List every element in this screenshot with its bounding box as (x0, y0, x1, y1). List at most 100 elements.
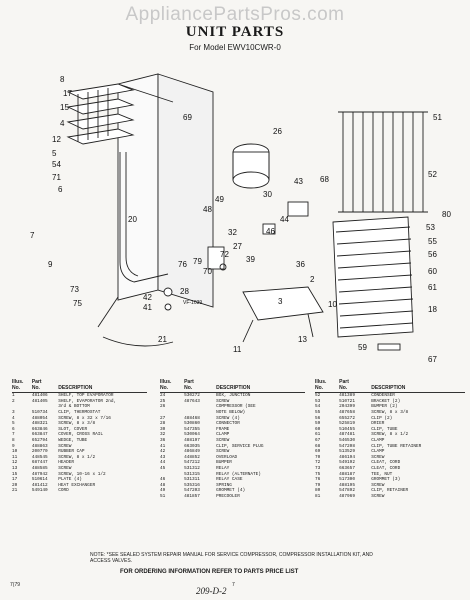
description-cell: NOTE BELOW) (216, 409, 246, 415)
watermark: AppliancePartsPros.com (125, 4, 345, 25)
callout: 61 (428, 283, 437, 292)
callout: 60 (428, 267, 437, 276)
part-number-cell: 655272 (339, 415, 355, 421)
callout: 49 (215, 195, 224, 204)
description-cell: CLIP, RETAINER (371, 488, 409, 494)
description-cell: BUMPER (216, 460, 232, 466)
col-description: DESCRIPTION (371, 380, 465, 394)
description-cell: CLAMP (371, 449, 385, 455)
callout: 9 (48, 260, 53, 269)
callout: 20 (128, 215, 137, 224)
illus-cell: 56 (315, 415, 321, 421)
description-cell: SPRING (216, 482, 232, 488)
description-cell: FRAME (216, 426, 230, 432)
description-cell: SCREW, 8 x 32 x 7/16 (58, 415, 111, 421)
illus-cell: 79 (315, 482, 321, 488)
part-number-cell: 488187 (339, 471, 355, 477)
callout: 44 (280, 215, 289, 224)
part-number-cell: 535316 (184, 482, 200, 488)
heat-exchanger-tube (119, 152, 169, 283)
callout: 41 (143, 303, 152, 312)
illus-cell: 17 (12, 477, 18, 483)
description-cell: SCREW, 8 x 3/8 (371, 409, 409, 415)
compressor (232, 143, 270, 189)
callout: 17 (63, 89, 72, 98)
illus-cell: 76 (315, 477, 321, 483)
callout: 21 (158, 335, 167, 344)
base-frame (242, 286, 324, 343)
description-cell: SCREW, 8 x 1/2 (371, 432, 409, 438)
col-description: DESCRIPTION (58, 380, 147, 394)
description-cell: SCREW, 8 x 1/2 (58, 454, 96, 460)
part-number-cell: 481405 (31, 398, 48, 404)
description-cell: CLIP, SERVICE PLUG (216, 443, 264, 449)
illus-cell: 46 (160, 477, 166, 483)
part-number-cell: 204399 (339, 404, 355, 410)
description-cell: SCREW (371, 454, 385, 460)
part-number-cell: 487643 (184, 398, 200, 404)
description-cell: COMPRESSOR (SEE (216, 404, 256, 410)
illus-cell: 73 (315, 465, 321, 471)
description-cell: SHELF, EVAPORATOR 2nd, (58, 398, 117, 404)
page-title: UNIT PARTS (185, 24, 285, 40)
illus-cell: 20 (12, 482, 18, 488)
table-row: 49 547203 GROMMET (4) (160, 488, 305, 494)
description-cell: SCREW (371, 482, 385, 488)
callout: 12 (52, 135, 61, 144)
callout: 6 (58, 185, 63, 194)
illus-cell: 8 (12, 437, 15, 443)
part-number-cell: 530064 (184, 432, 200, 438)
part-number-cell: 487969 (339, 493, 355, 499)
illus-cell: 51 (160, 493, 166, 499)
description-cell: BOX, JUNCTION (216, 393, 251, 399)
illus-cell: 12 (12, 460, 18, 466)
description-cell: TEE, NUT (371, 471, 393, 477)
part-number-cell: 652794 (31, 437, 48, 443)
illus-cell: 49 (160, 488, 166, 494)
description-cell: RUBBER CAP (58, 449, 85, 455)
callout: 36 (296, 260, 305, 269)
callout: 53 (426, 223, 435, 232)
part-number-cell: 487481 (339, 432, 355, 438)
table-row: NOTE BELOW) (160, 410, 305, 416)
part-number-cell: 547203 (184, 488, 200, 494)
part-number-cell: 486194 (339, 454, 355, 460)
callout: 67 (428, 355, 437, 364)
illus-cell: 30 (160, 426, 166, 432)
footer-page-number: 7 (232, 582, 235, 588)
part-number-cell: 481857 (184, 493, 200, 499)
description-cell: GROMMET (4) (216, 488, 246, 494)
model-subtitle: For Model EWV10CWR-0 (189, 43, 281, 52)
callout: 11 (233, 345, 242, 354)
illus-cell: 5 (12, 421, 15, 427)
part-number-cell: 510455 (339, 426, 355, 432)
illus-cell: 68 (315, 443, 321, 449)
description-cell: CLAMP (371, 437, 385, 443)
callout: 8 (60, 75, 65, 84)
description-cell: SHELF, TOP EVAPORATOR (58, 393, 114, 399)
illus-cell: 32 (160, 432, 166, 438)
description-cell: CLAMP (216, 432, 230, 438)
part-number-cell: 481406 (31, 393, 48, 399)
illus-cell: 44 (160, 460, 166, 466)
col-description: DESCRIPTION (216, 380, 305, 394)
